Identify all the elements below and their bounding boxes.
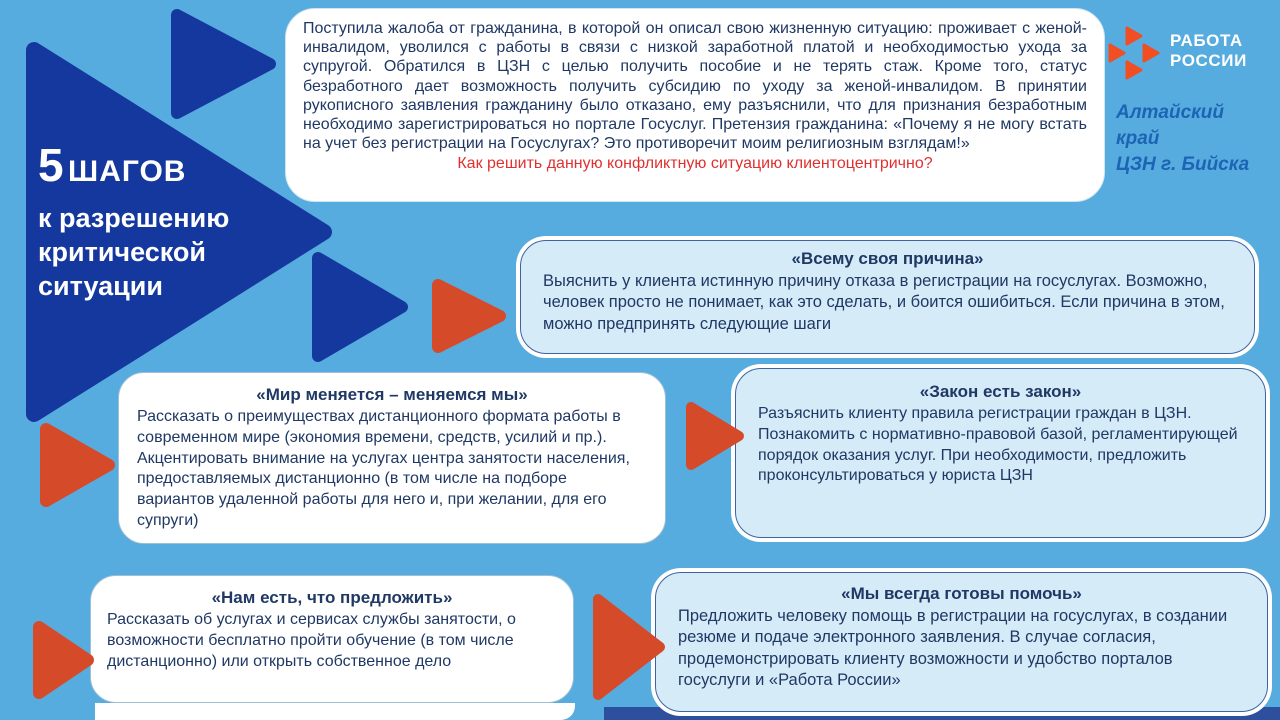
complaint-box: Поступила жалоба от гражданина, в которо…: [285, 8, 1105, 202]
title-number: 5: [38, 139, 64, 191]
step-2-body: Рассказать о преимуществах дистанционног…: [137, 408, 630, 529]
complaint-question: Как решить данную конфликтную ситуацию к…: [457, 155, 933, 173]
logo-line2: РОССИИ: [1170, 51, 1247, 70]
bottom-white-strip: [95, 703, 575, 720]
complaint-text: Поступила жалоба от гражданина, в которо…: [303, 20, 1087, 153]
rabota-rossii-logo: РАБОТА РОССИИ: [1108, 24, 1247, 82]
step-1-body: Выяснить у клиента истинную причину отка…: [543, 272, 1225, 333]
chevron-medium-icon: [312, 252, 408, 362]
chevron-small-top-icon: [171, 9, 276, 119]
step-3-body: Разъяснить клиенту правила регистрации г…: [758, 405, 1238, 485]
branch-line3: ЦЗН г. Бийска: [1116, 154, 1250, 175]
step-box-3: «Закон есть закон» Разъяснить клиенту пр…: [735, 368, 1266, 538]
title-subtitle: к разрешению критической ситуации: [38, 203, 230, 302]
branch-name: Алтайский край ЦЗН г. Бийска: [1116, 100, 1249, 178]
page-title: 5 ШАГОВ к разрешению критической ситуаци…: [38, 142, 290, 303]
step-4-title: «Нам есть, что предложить»: [211, 588, 453, 607]
step-box-1: «Всему своя причина» Выяснить у клиента …: [520, 240, 1255, 354]
step-2-title: «Мир меняется – меняемся мы»: [256, 385, 528, 404]
arrow-step-3-icon: [686, 402, 744, 470]
step-box-5: «Мы всегда готовы помочь» Предложить чел…: [655, 572, 1268, 712]
arrow-step-1-icon: [432, 279, 506, 353]
title-word: ШАГОВ: [68, 155, 187, 188]
arrow-step-4-icon: [33, 621, 94, 699]
branch-line1: Алтайский: [1116, 102, 1225, 123]
step-4-body: Рассказать об услугах и сервисах службы …: [107, 611, 516, 670]
arrow-step-2-icon: [40, 423, 115, 507]
logo-arrows-icon: [1108, 26, 1160, 80]
arrow-step-5-icon: [593, 594, 665, 700]
step-3-title: «Закон есть закон»: [919, 382, 1082, 401]
branch-line2: край: [1116, 128, 1160, 149]
step-5-title: «Мы всегда готовы помочь»: [841, 584, 1082, 603]
step-box-2: «Мир меняется – меняемся мы» Рассказать …: [118, 372, 666, 544]
step-5-body: Предложить человеку помощь в регистрации…: [678, 607, 1228, 690]
step-box-4: «Нам есть, что предложить» Рассказать об…: [90, 575, 574, 703]
logo-line1: РАБОТА: [1170, 31, 1243, 50]
logo-text: РАБОТА РОССИИ: [1170, 31, 1247, 71]
step-1-title: «Всему своя причина»: [791, 249, 984, 268]
